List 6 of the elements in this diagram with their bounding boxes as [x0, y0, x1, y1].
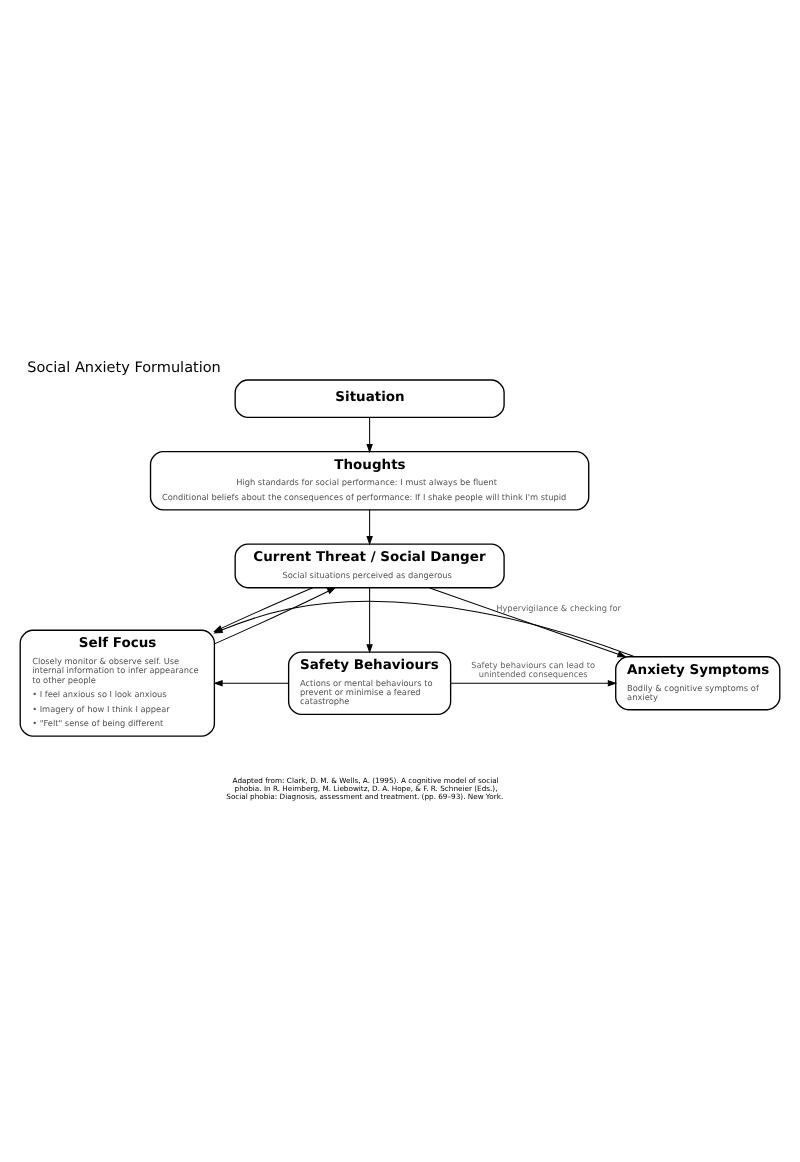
arrow — [366, 416, 373, 453]
arrow — [366, 508, 373, 545]
arrow — [450, 678, 618, 686]
arrow — [428, 586, 627, 657]
arrow — [366, 586, 373, 653]
arrow — [213, 678, 290, 686]
